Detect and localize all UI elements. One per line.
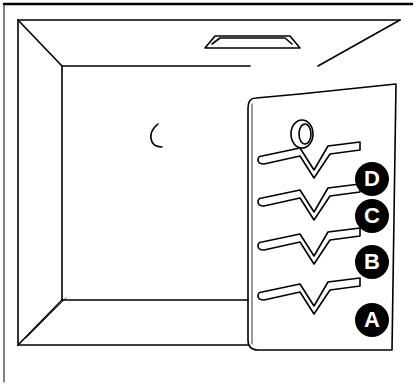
shelf-rail xyxy=(258,184,360,220)
shelf-rail xyxy=(258,228,360,264)
callout-letter: D xyxy=(355,162,389,196)
callout-letter: B xyxy=(355,245,389,279)
shelf-rail xyxy=(258,142,360,178)
callout-letter: C xyxy=(355,199,389,233)
shelf-rail xyxy=(258,278,360,314)
callout-letter: A xyxy=(355,303,389,337)
